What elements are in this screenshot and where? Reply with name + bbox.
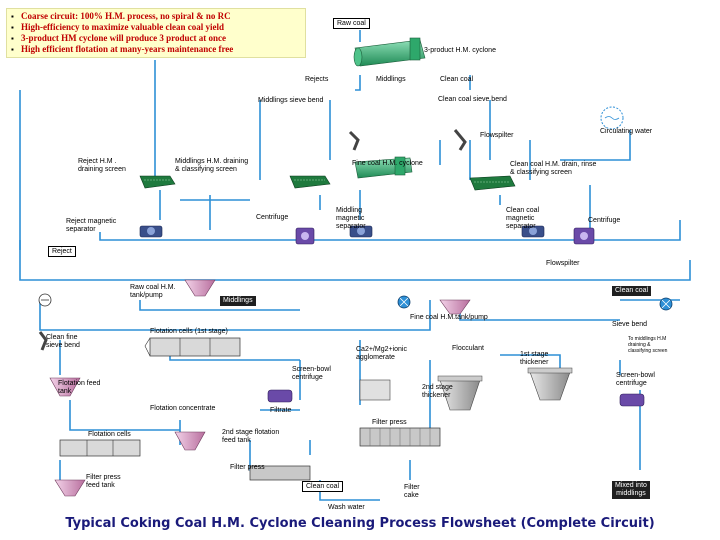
reject-draining-label: Reject H.M . draining screen: [78, 158, 126, 173]
clean-coal-label-top: Clean coal: [440, 76, 474, 83]
flowspilter-top-label: Flowspilter: [480, 132, 514, 139]
filtrate-label: Filtrate: [270, 407, 292, 414]
filter-press-mid-label: Filter press: [372, 419, 407, 426]
flotation-feed-tank-2-equipment: [174, 431, 206, 451]
raw-tank-label: Raw coal H.M. tank/pump: [130, 284, 176, 299]
pump-right-icon: [659, 297, 673, 311]
raw-coal-hm-tank-equipment: [184, 279, 216, 297]
clean-coal-box-right: Clean coal: [612, 286, 652, 296]
reject-magnetic-label: Reject magnetic separator: [66, 218, 117, 233]
to-middlings-label: To middlings H.M draining & classifying …: [628, 336, 668, 354]
note-item: High efficient flotation at many-years m…: [11, 44, 301, 55]
middlings-label-top: Middlings: [376, 76, 406, 83]
middlings-box: Middlings: [220, 296, 256, 306]
sieve-bend-right-label: Sieve bend: [612, 321, 648, 328]
flotation-cells-stage-1-equipment: [144, 337, 241, 357]
clean-coal-draining-screen-equipment: [469, 175, 516, 191]
flotation-concentrate-label: Flotation concentrate: [150, 405, 216, 412]
thickener-1-label: 1st stage thickener: [520, 351, 549, 366]
circulating-water-circle: [600, 106, 624, 130]
clean-coal-magnetic-separator-equipment: [521, 225, 545, 238]
flotation-cells-1-label: Flotation cells (1st stage): [150, 328, 228, 335]
centrifuge-mid-label: Centrifuge: [256, 214, 289, 221]
mixed-into-middlings-box: Mixed into middlings: [612, 481, 650, 499]
process-notes: Coarse circuit: 100% H.M. process, no sp…: [6, 8, 306, 58]
clean-coal-sieve-bend-equipment: [453, 129, 467, 151]
middling-magnetic-label: Middling magnetic separator: [336, 207, 366, 230]
thickener-1-equipment: [527, 367, 573, 401]
middle-centrifuge-equipment: [295, 227, 315, 245]
pump-left-icon: [38, 293, 52, 307]
screen-bowl-left-label: Screen-bowl centrifuge: [292, 366, 331, 381]
agglomerate-tank-equipment: [359, 379, 391, 401]
filter-press-feed-label: Filter press feed tank: [86, 474, 121, 489]
reject-magnetic-separator-equipment: [139, 225, 163, 238]
filter-cake-label: Filter cake: [404, 484, 420, 499]
note-item: Coarse circuit: 100% H.M. process, no sp…: [11, 11, 301, 22]
flocculant-label: Flocculant: [452, 345, 484, 352]
flow-lines: [19, 30, 691, 501]
fine-cyclone-label: Fine coal H.M. cyclone: [352, 160, 423, 167]
flotation-feed-tank-equipment: [49, 377, 81, 397]
thickener-2-label: 2nd stage thickener: [422, 384, 453, 399]
fine-tank-label: Fine coal H.M.tank/pump: [410, 314, 488, 321]
middlings-draining-screen-equipment: [289, 175, 331, 189]
circulating-water-label: Circulating water: [600, 128, 653, 135]
wash-water-label: Wash water: [328, 504, 365, 511]
flotation-cells-stage-2-equipment: [59, 439, 141, 457]
middlings-sieve-bend-equipment: [348, 130, 360, 151]
reject-draining-screen-equipment: [139, 175, 176, 189]
note-item: High-efficiency to maximize valuable cle…: [11, 22, 301, 33]
clean-magnetic-label: Clean coal magnetic separator: [506, 207, 540, 230]
filter-press-mid-equipment: [359, 427, 441, 447]
clean-fine-sieve-label: Clean fine sieve bend: [46, 334, 80, 349]
feed-tank-2-label: 2nd stage flotation feed tank: [222, 429, 280, 444]
filter-press-feed-tank-equipment: [54, 479, 86, 497]
flowspilter-right-label: Flowspilter: [546, 260, 580, 267]
note-item: 3-product HM cyclone will produce 3 prod…: [11, 33, 301, 44]
clean-fine-sieve-bend-equipment: [38, 331, 48, 351]
flotation-cells-2-label: Flotation cells: [88, 431, 131, 438]
pump-middle-icon: [397, 295, 411, 309]
middlings-sieve-bend-label: Middlings sieve bend: [258, 97, 324, 104]
centrifuge-right-label: Centrifuge: [588, 217, 621, 224]
diagram-title: Typical Coking Coal H.M. Cyclone Cleanin…: [65, 516, 655, 531]
hm-cyclone-3-product: [353, 37, 426, 67]
clean-coal-sieve-bend-label: Clean coal sieve bend: [438, 96, 507, 103]
thickener-2-equipment: [437, 375, 483, 411]
rejects-label: Rejects: [305, 76, 329, 83]
screen-bowl-centrifuge-right-equipment: [619, 393, 645, 407]
right-centrifuge-equipment: [573, 227, 595, 245]
ca-mg-label: Ca2+/Mg2+ionic agglomerate: [356, 346, 407, 361]
reject-box: Reject: [48, 246, 76, 257]
clean-coal-box-bottom: Clean coal: [302, 481, 344, 492]
hm-cyclone-label: 3-product H.M. cyclone: [424, 47, 496, 54]
fine-coal-hm-cyclone-equipment: [354, 156, 413, 179]
middling-magnetic-separator-equipment: [349, 225, 373, 238]
middlings-draining-label: Middlings H.M. draining & classifying sc…: [175, 158, 249, 173]
filter-press-bottom-label: Filter press: [230, 464, 265, 471]
filter-press-bottom-equipment: [249, 465, 311, 481]
fine-coal-hm-tank-equipment: [439, 299, 471, 315]
raw-coal-box: Raw coal: [333, 18, 370, 29]
screen-bowl-centrifuge-left-equipment: [267, 389, 293, 403]
screen-bowl-right-label: Screen-bowl centrifuge: [616, 372, 655, 387]
clean-draining-label: Clean coal H.M. drain, rinse & classifyi…: [510, 161, 597, 176]
flotation-feed-label: Flotation feed tank: [58, 380, 101, 395]
